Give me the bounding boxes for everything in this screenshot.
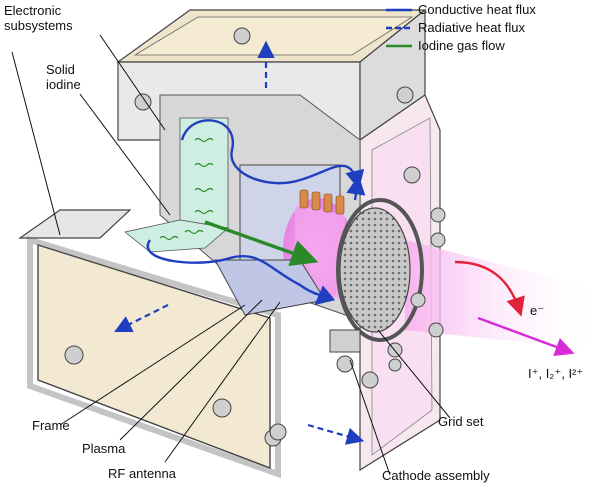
label-electronic-subsystems: Electronic subsystems (4, 3, 73, 33)
label-solid-iodine: Solid iodine (46, 62, 81, 92)
front-bolt-2 (212, 398, 232, 418)
main-box-frame (27, 235, 281, 479)
legend-conductive-label: Conductive heat flux (418, 2, 536, 17)
conductive-heat-arrow-lower (146, 239, 336, 306)
label-rf-antenna: RF antenna (108, 466, 176, 481)
front-bolt-1 (64, 345, 84, 365)
label-cathode-assembly: Cathode assembly (382, 468, 490, 483)
radiative-heat-arrow-right (307, 423, 365, 445)
top-bolt-2 (396, 86, 414, 104)
conductive-heat-arrow-upper (180, 119, 365, 190)
iodine-sublimation-squiggles (159, 137, 214, 241)
grid-set-ring (336, 198, 424, 342)
label-ions: I⁺, I₂⁺, I²⁺ (528, 366, 584, 381)
label-electron: e⁻ (530, 303, 545, 318)
main-box-top (18, 209, 132, 239)
electronics-top-panel (133, 16, 414, 56)
iodine-gas-flow-arrow (204, 220, 319, 266)
label-plasma: Plasma (82, 441, 126, 456)
top-bolt-1 (233, 27, 251, 45)
label-frame: Frame (32, 418, 70, 433)
legend-radiative-label: Radiative heat flux (418, 20, 525, 35)
main-box-front (37, 244, 271, 470)
leader-lines (11, 34, 451, 476)
legend-iodine-label: Iodine gas flow (418, 38, 505, 53)
top-bolt-3 (134, 93, 152, 111)
solid-iodine-floor (124, 219, 229, 253)
label-grid-set: Grid set (438, 414, 484, 429)
grid-set (339, 207, 411, 333)
ion-arrow (477, 316, 575, 357)
side-fasteners (269, 166, 446, 441)
electron-arrow (454, 260, 525, 317)
solid-iodine-tank (179, 117, 229, 229)
conductive-heat-arrow-up-right (346, 175, 366, 201)
ion-beam-glow (405, 240, 600, 350)
